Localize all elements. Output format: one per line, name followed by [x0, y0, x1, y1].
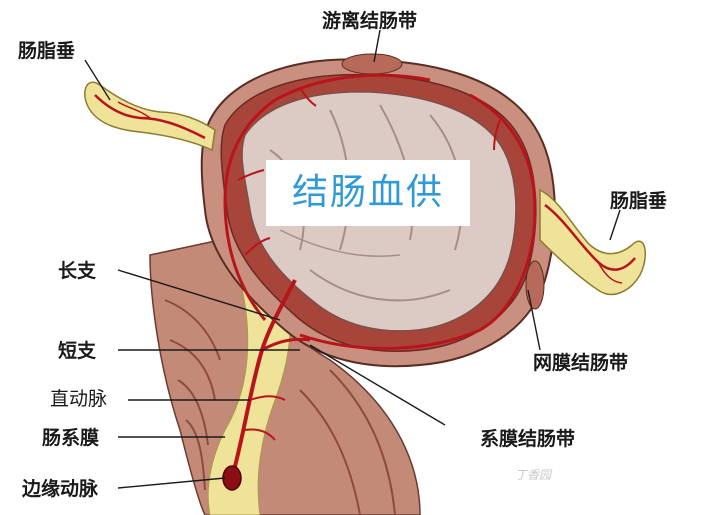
label-omental-taenia: 网膜结肠带: [533, 352, 629, 374]
leader-appendix-left: [84, 59, 111, 101]
diagram-title: 结肠血供: [291, 172, 444, 213]
leader-long-branch: [117, 269, 281, 321]
label-mesocolon: 肠系膜: [42, 427, 100, 449]
label-short-branch: 短支: [58, 340, 97, 362]
marginal-artery-vessel: [222, 465, 242, 491]
title-box: 结肠血供: [266, 160, 470, 226]
watermark: 丁香园: [515, 468, 552, 482]
label-long-branch: 长支: [58, 260, 97, 282]
leader-free-taenia: [373, 29, 381, 63]
label-free-taenia: 游离结肠带: [322, 10, 418, 32]
label-appendix-right: 肠脂垂: [610, 190, 668, 212]
label-mesocolic-taenia: 系膜结肠带: [480, 428, 576, 450]
label-vasa-recta: 直动脉: [50, 388, 108, 410]
vessel-wall-left: [223, 73, 431, 321]
vasa-recta-vessel: [230, 279, 297, 479]
vessel-wall-right: [299, 93, 537, 350]
label-marginal-artery: 边缘动脉: [22, 478, 99, 500]
leader-marginal-artery: [117, 477, 226, 489]
omental-taenia: [525, 260, 545, 310]
leader-appendix-right: [609, 209, 621, 241]
leader-mesocolic-taenia: [309, 344, 446, 426]
leader-omental-taenia: [527, 289, 541, 351]
label-appendix-left: 肠脂垂: [18, 40, 76, 62]
appendix-left-shape: [84, 81, 216, 152]
free-taenia: [341, 53, 403, 75]
